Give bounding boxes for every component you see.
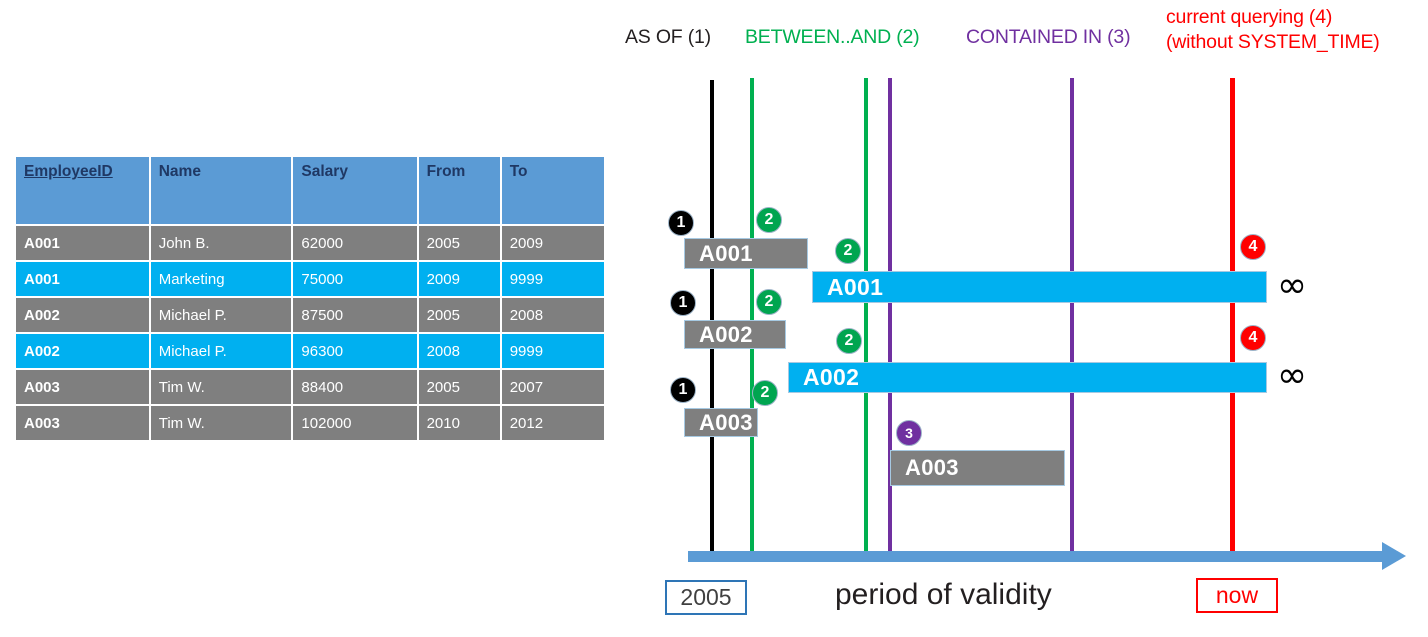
badge-2-a002-end: 2 — [836, 328, 862, 354]
axis-start-label: 2005 — [665, 580, 747, 615]
table-row: A001 John B. 62000 2005 2009 — [16, 226, 604, 260]
badge-1-a001: 1 — [668, 210, 694, 236]
badge-4-a002: 4 — [1240, 325, 1266, 351]
query-line-contained-end — [1070, 78, 1074, 558]
timeline-bar-a001-historic: A001 — [684, 238, 808, 269]
column-header-salary: Salary — [293, 157, 417, 224]
badge-4-a001: 4 — [1240, 234, 1266, 260]
timeline-bar-a002-current: A002 — [788, 362, 1267, 393]
badge-1-a003: 1 — [670, 377, 696, 403]
timeline-bar-a003-historic: A003 — [684, 408, 758, 437]
query-line-now — [1230, 78, 1235, 558]
cell-from: 2009 — [418, 262, 500, 296]
cell-from: 2005 — [418, 226, 500, 260]
cell-salary: 87500 — [293, 298, 417, 332]
cell-employeeid: A002 — [16, 334, 149, 368]
cell-employeeid: A003 — [16, 406, 149, 440]
cell-from: 2010 — [418, 406, 500, 440]
cell-employeeid: A003 — [16, 370, 149, 404]
axis-now-label: now — [1196, 578, 1278, 613]
cell-name: Marketing — [150, 262, 292, 296]
cell-name: Michael P. — [150, 298, 292, 332]
legend-between-and: BETWEEN..AND (2) — [745, 26, 920, 48]
timeline-bar-a001-current: A001 — [812, 271, 1267, 303]
infinity-icon-a002: ∞ — [1277, 355, 1307, 396]
cell-to: 2012 — [501, 406, 604, 440]
cell-from: 2008 — [418, 334, 500, 368]
column-header-from: From — [418, 157, 500, 224]
cell-employeeid: A002 — [16, 298, 149, 332]
employee-history-table: EmployeeID Name Salary From To A001 John… — [14, 155, 606, 442]
cell-salary: 88400 — [293, 370, 417, 404]
table-row: A002 Michael P. 96300 2008 9999 — [16, 334, 604, 368]
time-axis — [688, 551, 1388, 562]
legend-contained-in: CONTAINED IN (3) — [966, 26, 1131, 48]
cell-salary: 75000 — [293, 262, 417, 296]
badge-3-a003: 3 — [896, 420, 922, 446]
badge-2-a001-end: 2 — [835, 238, 861, 264]
cell-name: Tim W. — [150, 406, 292, 440]
cell-employeeid: A001 — [16, 226, 149, 260]
table-row: A003 Tim W. 102000 2010 2012 — [16, 406, 604, 440]
column-header-name: Name — [150, 157, 292, 224]
query-line-between-end — [864, 78, 868, 558]
legend-as-of: AS OF (1) — [625, 26, 711, 48]
cell-to: 2007 — [501, 370, 604, 404]
table-header-row: EmployeeID Name Salary From To — [16, 157, 604, 224]
cell-from: 2005 — [418, 298, 500, 332]
cell-salary: 62000 — [293, 226, 417, 260]
timeline-bar-a002-historic: A002 — [684, 320, 786, 349]
cell-name: Tim W. — [150, 370, 292, 404]
query-line-contained-start — [888, 78, 892, 558]
cell-to: 2009 — [501, 226, 604, 260]
legend-current-querying: current querying (4) (without SYSTEM_TIM… — [1166, 5, 1380, 55]
query-line-as-of — [710, 80, 714, 558]
column-header-to: To — [501, 157, 604, 224]
cell-employeeid: A001 — [16, 262, 149, 296]
badge-1-a002: 1 — [670, 290, 696, 316]
timeline-bar-a003-contained: A003 — [890, 450, 1065, 486]
cell-to: 2008 — [501, 298, 604, 332]
query-line-between-start — [750, 78, 754, 558]
cell-salary: 96300 — [293, 334, 417, 368]
cell-from: 2005 — [418, 370, 500, 404]
legend-current-line1: current querying (4) — [1166, 6, 1333, 28]
cell-name: John B. — [150, 226, 292, 260]
infinity-icon-a001: ∞ — [1277, 265, 1307, 306]
table-row: A001 Marketing 75000 2009 9999 — [16, 262, 604, 296]
cell-to: 9999 — [501, 334, 604, 368]
cell-to: 9999 — [501, 262, 604, 296]
table-row: A003 Tim W. 88400 2005 2007 — [16, 370, 604, 404]
time-axis-arrow-icon — [1382, 542, 1406, 570]
cell-name: Michael P. — [150, 334, 292, 368]
badge-2-a002-start: 2 — [756, 289, 782, 315]
table-row: A002 Michael P. 87500 2005 2008 — [16, 298, 604, 332]
legend-current-line2: (without SYSTEM_TIME) — [1166, 31, 1380, 53]
badge-2-a001-start: 2 — [756, 207, 782, 233]
column-header-employeeid: EmployeeID — [16, 157, 149, 224]
cell-salary: 102000 — [293, 406, 417, 440]
axis-caption: period of validity — [835, 578, 1052, 611]
badge-2-a003-start: 2 — [752, 380, 778, 406]
